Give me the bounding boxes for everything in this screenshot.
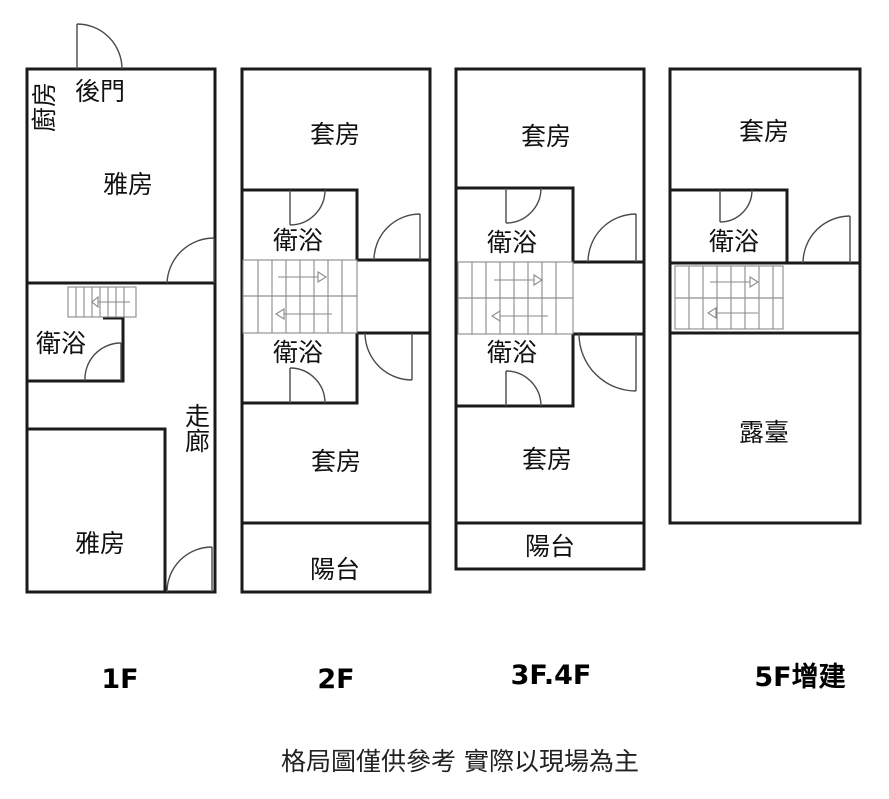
room-label-kitchen: 廚房 (30, 82, 59, 132)
door-suite-top-2f (373, 213, 421, 261)
floor-label-5f: 5F增建 (754, 661, 845, 693)
room-label-terrace: 露臺 (739, 418, 789, 447)
staircase-5f (674, 265, 784, 330)
door-suite-bottom-3f4f (578, 333, 637, 392)
floor-label-1f: 1F (101, 664, 138, 695)
door-bath-bottom-2f (289, 367, 326, 404)
door-bath-5f (719, 189, 753, 223)
room-label-bath-top-3f4f: 衛浴 (487, 228, 537, 257)
floor-label-2f: 2F (317, 664, 354, 695)
staircase-3f4f (457, 261, 574, 335)
room-label-suite-top-2f: 套房 (310, 120, 360, 149)
back-door (76, 23, 123, 70)
room-label-room-top-1f: 雅房 (103, 170, 153, 199)
room-label-bath-top-2f: 衛浴 (273, 226, 323, 255)
room-label-suite-top-5f: 套房 (739, 117, 789, 146)
room-label-corridor: 走廊 (182, 403, 211, 453)
floor-3f4f-plan (454, 67, 646, 571)
door-suite-top-3f4f (587, 213, 637, 263)
room-label-bath-bottom-2f: 衛浴 (273, 338, 323, 367)
room-label-bath-5f: 衛浴 (709, 227, 759, 256)
disclaimer-note: 格局圖僅供參考 實際以現場為主 (281, 747, 639, 776)
door-bath-bottom-3f4f (505, 370, 542, 407)
door-bath-top-2f (289, 189, 326, 226)
floor-2f-plan (240, 67, 432, 594)
room-label-back-door: 後門 (75, 77, 125, 106)
room-label-bath-bottom-3f4f: 衛浴 (487, 338, 537, 367)
floor-1f-plan (25, 23, 217, 594)
floor-label-3f4f: 3F.4F (511, 660, 592, 691)
staircase-1f (67, 286, 137, 318)
room-label-room-bottom-1f: 雅房 (75, 529, 125, 558)
staircase-2f (242, 259, 358, 334)
door-suite-bottom-2f (364, 332, 413, 381)
room-label-bath-1f: 衛浴 (36, 329, 86, 358)
room-label-suite-bottom-3f4f: 套房 (522, 445, 572, 474)
door-suite-5f (802, 215, 851, 264)
room-label-balcony-3f4f: 陽台 (525, 532, 575, 561)
floor-5f-plan (668, 67, 862, 525)
door-bath-1f (84, 342, 122, 382)
door-bath-top-3f4f (505, 187, 542, 224)
room-label-balcony-2f: 陽台 (310, 555, 360, 584)
door-room-top-1f (166, 237, 215, 284)
room-label-suite-top-3f4f: 套房 (521, 122, 571, 151)
door-room-bottom-1f (166, 546, 213, 593)
room-label-suite-bottom-2f: 套房 (311, 447, 361, 476)
